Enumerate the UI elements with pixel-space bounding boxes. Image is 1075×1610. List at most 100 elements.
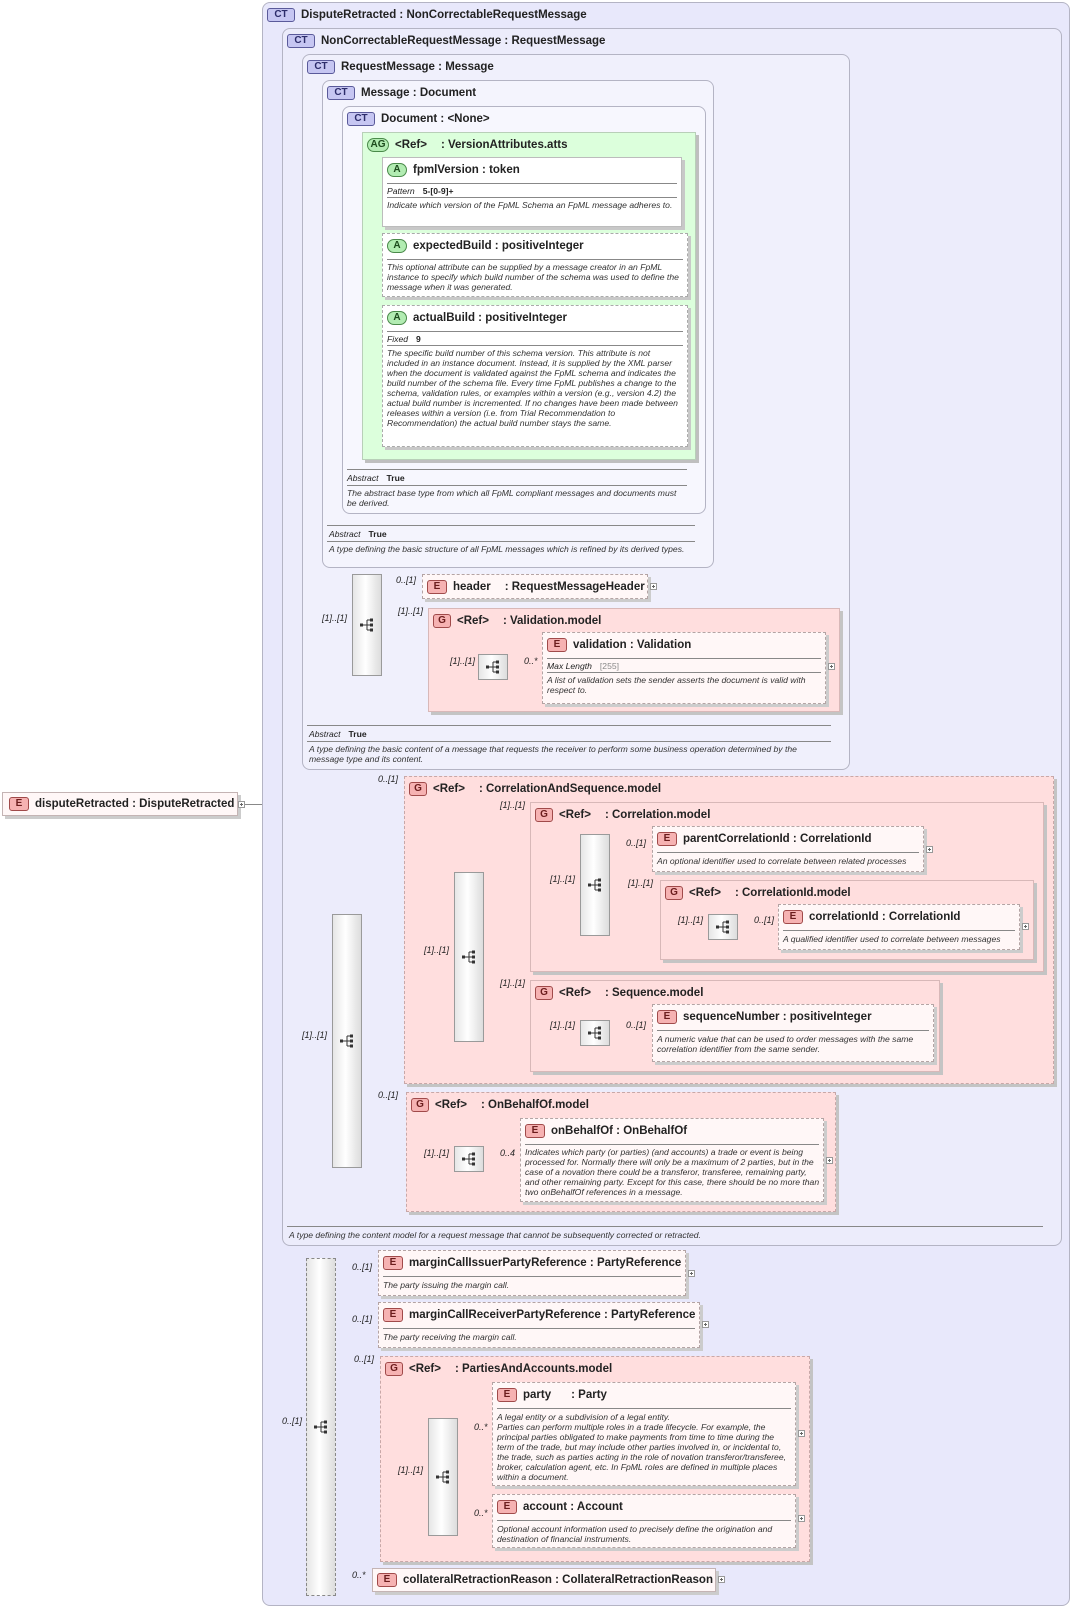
type-name: NonCorrectableRequestMessage (321, 35, 502, 48)
element-type: CorrelationId (888, 911, 961, 924)
element-name: marginCallIssuerPartyReference (409, 1257, 587, 1270)
sequence-compositor[interactable] (580, 1020, 610, 1046)
sequence-compositor[interactable] (332, 914, 362, 1168)
sequence-icon (486, 660, 499, 674)
attribute-icon: A (387, 311, 407, 325)
type-base: <None> (447, 113, 490, 126)
abstract-value: True (386, 473, 405, 483)
sequence-compositor[interactable] (454, 872, 484, 1042)
element-cardinality: 0..[1] (352, 1262, 373, 1272)
sequence-compositor[interactable] (708, 914, 738, 940)
attribute-icon: A (387, 239, 407, 253)
expand-icon[interactable] (688, 1270, 695, 1277)
sequence-compositor[interactable] (428, 1418, 458, 1536)
group-cardinality: 0..[1] (354, 1354, 375, 1364)
sequence-compositor[interactable] (478, 654, 508, 680)
element-cardinality: 0..4 (500, 1148, 516, 1158)
element-icon: E (427, 580, 447, 594)
element-name: validation (573, 639, 627, 652)
complex-type-icon: CT (307, 60, 335, 74)
sequence-icon (314, 1420, 327, 1434)
expand-icon[interactable] (828, 663, 835, 670)
expand-icon[interactable] (238, 801, 245, 808)
sequence-cardinality: [1]..[1] (678, 915, 704, 925)
expand-icon[interactable] (798, 1515, 805, 1522)
root-element-type: DisputeRetracted (139, 798, 235, 811)
element-name: sequenceNumber (683, 1011, 780, 1024)
group-icon: G (665, 886, 683, 900)
element-documentation: The party receiving the margin call. (383, 1332, 517, 1342)
element-cardinality: 0..[1] (352, 1314, 373, 1324)
expand-icon[interactable] (826, 1157, 833, 1164)
expand-icon[interactable] (702, 1321, 709, 1328)
element-documentation: Optional account information used to pre… (497, 1524, 773, 1544)
group-name: Sequence.model (612, 987, 704, 1000)
complex-type-icon: CT (327, 86, 355, 100)
ref-label: <Ref> (395, 139, 427, 152)
attribute-icon: A (387, 163, 407, 177)
sequence-icon (588, 878, 601, 892)
element-name: onBehalfOf (551, 1125, 613, 1138)
element-cardinality: 0..* (524, 656, 538, 666)
expand-icon[interactable] (926, 846, 933, 853)
expand-icon[interactable] (718, 1576, 725, 1583)
element-type: Validation (636, 639, 692, 652)
type-name: Message (361, 87, 410, 100)
expand-icon[interactable] (650, 583, 657, 590)
abstract-label: Abstract (309, 729, 341, 739)
element-icon: E (525, 1124, 545, 1138)
element-icon: E (383, 1256, 403, 1270)
ref-label: <Ref> (457, 615, 489, 628)
element-cardinality: 0..* (352, 1570, 366, 1580)
element-name: party (523, 1389, 552, 1402)
group-icon: G (535, 808, 553, 822)
sequence-compositor[interactable] (306, 1258, 336, 1596)
group-cardinality: 0..[1] (378, 1090, 399, 1100)
group-name: Correlation.model (612, 809, 711, 822)
element-cardinality: 0..[1] (626, 1020, 647, 1030)
type-base: RequestMessage (511, 35, 606, 48)
expand-icon[interactable] (1022, 923, 1029, 930)
element-type: Account (576, 1501, 623, 1514)
abstract-label: Abstract (329, 529, 361, 539)
sequence-compositor[interactable] (454, 1146, 484, 1172)
sequence-icon (462, 1152, 475, 1166)
attribute-type: positiveInteger (485, 312, 568, 325)
fixed-value: 9 (416, 334, 421, 344)
type-base: Document (419, 87, 477, 100)
element-name: marginCallReceiverPartyReference (409, 1309, 601, 1322)
complex-type-icon: CT (287, 34, 315, 48)
element-name: header (453, 581, 491, 594)
ref-label: <Ref> (435, 1099, 467, 1112)
attribute-group-name: VersionAttributes.atts (448, 139, 568, 152)
element-type: PartyReference (596, 1257, 682, 1270)
sequence-cardinality: [1]..[1] (302, 1030, 328, 1040)
ref-label: <Ref> (409, 1363, 441, 1376)
sequence-icon (588, 1026, 601, 1040)
expand-icon[interactable] (798, 1430, 805, 1437)
type-documentation: A type defining the basic structure of a… (329, 544, 685, 554)
element-type: CollateralRetractionReason (562, 1574, 713, 1587)
element-documentation: A list of validation sets the sender ass… (547, 675, 806, 695)
sequence-compositor[interactable] (352, 574, 382, 676)
type-documentation: A type defining the content model for a … (289, 1230, 701, 1240)
element-type: Party (578, 1389, 607, 1402)
sequence-cardinality: [1]..[1] (424, 945, 450, 955)
group-icon: G (385, 1362, 403, 1376)
sequence-compositor[interactable] (580, 834, 610, 936)
